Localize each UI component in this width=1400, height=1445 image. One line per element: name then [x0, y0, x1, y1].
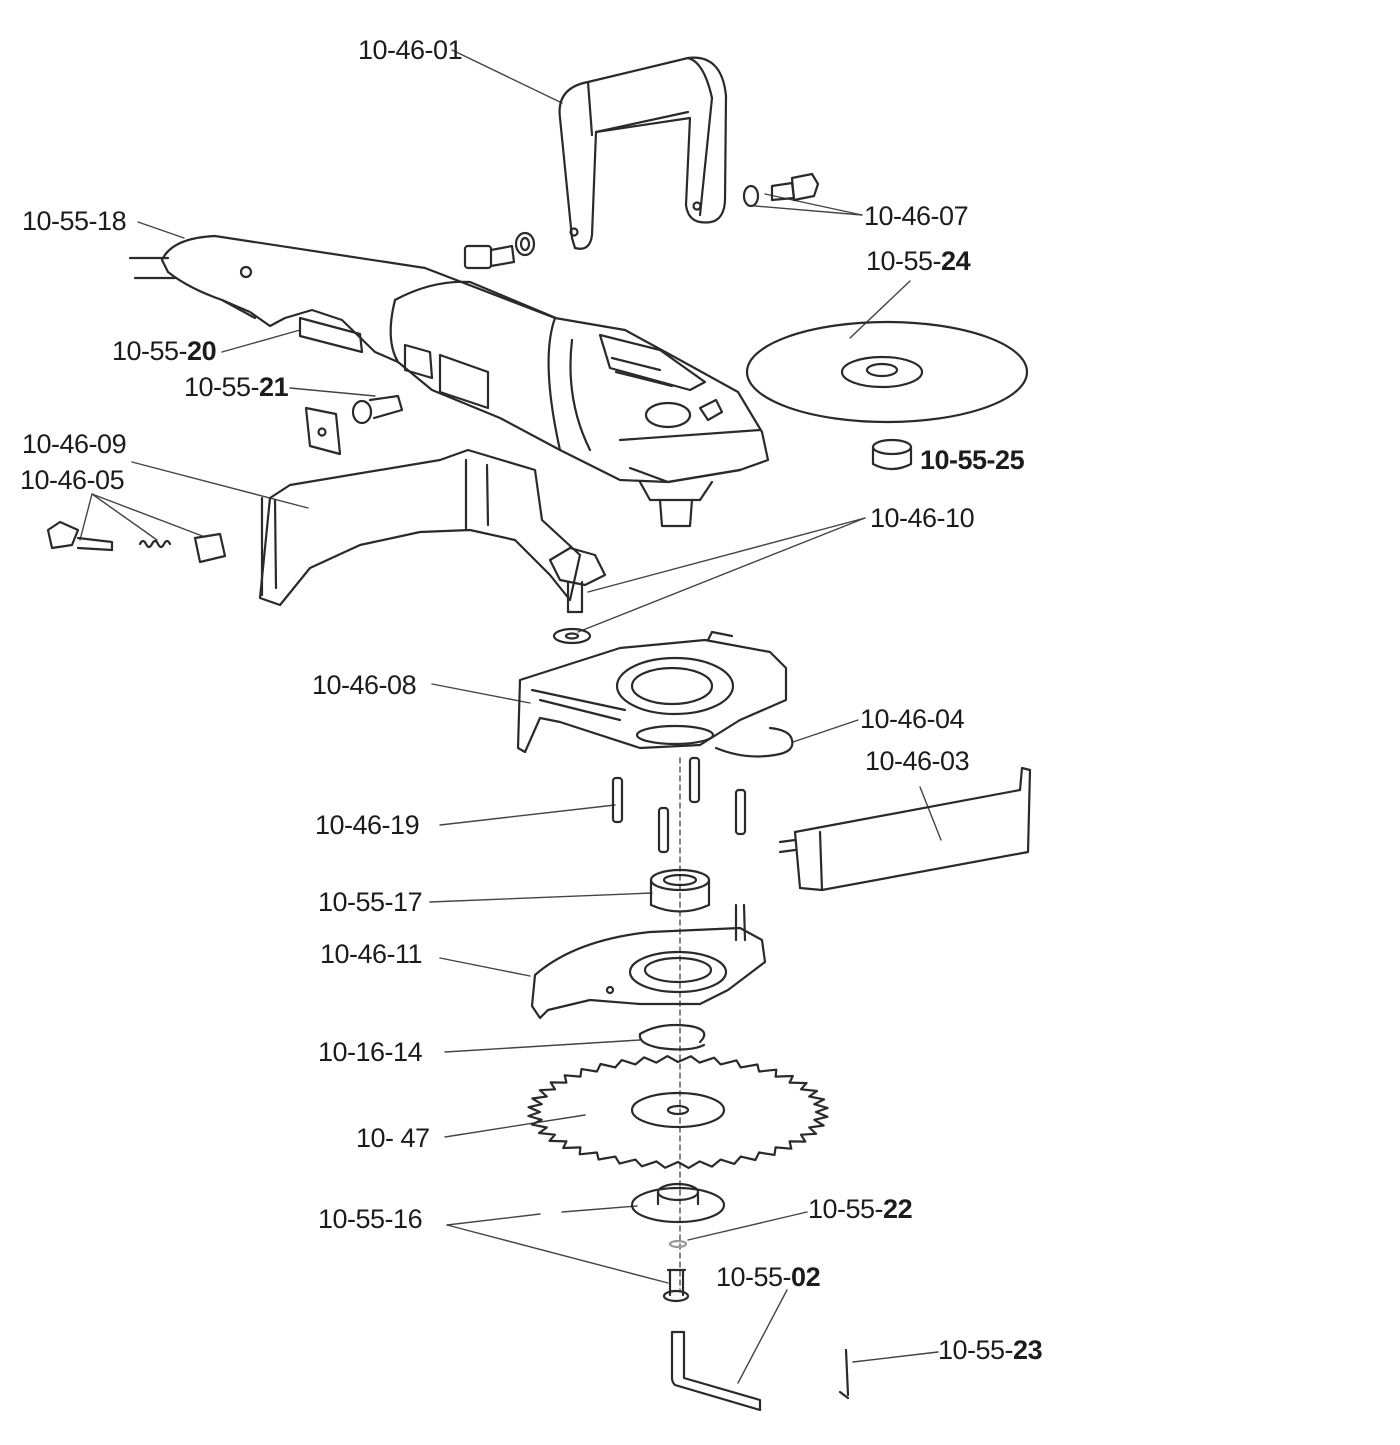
upper-guard	[516, 630, 788, 754]
handle-bolt-right	[742, 172, 820, 208]
part-number: 10-55-	[808, 1194, 884, 1224]
part-number: 10-55-	[184, 372, 260, 402]
hex-key	[670, 1330, 762, 1412]
part-number-bold: 21	[259, 372, 289, 402]
cutting-disc	[745, 320, 1029, 424]
part-label-10-46-11: 10-46-11	[320, 939, 423, 969]
part-number: 10-55-	[938, 1335, 1014, 1365]
part-label-10-55-20: 10-55-20	[112, 336, 217, 366]
part-label-10-46-19: 10-46-19	[315, 810, 420, 840]
wing-screw-set	[46, 520, 227, 564]
small-washer	[668, 1239, 688, 1249]
part-number-bold: 23	[1013, 1335, 1043, 1365]
handle-bolt-left	[463, 231, 536, 270]
bearing	[649, 868, 711, 913]
pin-wrench	[838, 1348, 850, 1400]
part-label-10-46-10: 10-46-10	[870, 503, 975, 533]
part-number: 10-46-08	[312, 670, 417, 700]
part-number: 10-46-05	[20, 465, 125, 495]
part-label-10-55-21: 10-55-21	[184, 372, 289, 402]
part-number-bold: 20	[187, 336, 217, 366]
part-number: 10-46-10	[870, 503, 975, 533]
part-number: 10-46-09	[22, 429, 127, 459]
part-label-10-46-05: 10-46-05	[20, 465, 125, 495]
part-number-bold: 24	[941, 246, 971, 276]
flange-washer	[630, 1182, 726, 1224]
part-number: 10-55-18	[22, 206, 127, 236]
part-number: 10-46-03	[865, 746, 970, 776]
part-number: 10-55-	[866, 246, 942, 276]
part-number-bold: 10-55-25	[920, 445, 1025, 475]
part-number: 10-46-19	[315, 810, 420, 840]
leader-lines	[79, 49, 942, 1384]
part-label-10-47: 10- 47	[356, 1125, 430, 1152]
part-label-10-55-17: 10-55-17	[318, 887, 423, 917]
grinder-body	[128, 234, 770, 528]
part-label-10-55-16: 10-55-16	[318, 1204, 423, 1234]
part-label-10-55-25: 10-55-25	[920, 445, 1025, 475]
flange-screw	[662, 1268, 690, 1303]
lower-guard	[530, 903, 767, 1020]
dust-guard	[258, 448, 582, 607]
part-number: 10-46-04	[860, 704, 965, 734]
part-label-10-46-07: 10-46-07	[864, 201, 969, 231]
part-label-10-16-14: 10-16-14	[318, 1037, 423, 1067]
part-number: 10-55-17	[318, 887, 423, 917]
retaining-ring	[638, 1023, 706, 1051]
part-number-bold: 22	[883, 1194, 913, 1224]
snap-ring	[714, 726, 794, 758]
clamp-knob	[548, 546, 607, 645]
switch-parts	[304, 394, 404, 456]
guard-plate	[778, 766, 1032, 892]
part-number: 10-55-	[112, 336, 188, 366]
part-number: 10-46-11	[320, 939, 423, 969]
part-number: 10- 47	[356, 1123, 430, 1153]
part-number: 10-46-01	[358, 35, 463, 65]
part-label-10-46-09: 10-46-09	[22, 429, 127, 459]
part-label-10-55-02: 10-55-02	[716, 1262, 821, 1292]
part-label-10-55-24: 10-55-24	[866, 246, 971, 276]
part-label-10-55-18: 10-55-18	[22, 206, 127, 236]
part-number: 10-55-	[716, 1262, 792, 1292]
part-number-bold: 02	[791, 1262, 821, 1292]
part-label-10-46-04: 10-46-04	[860, 704, 965, 734]
side-handle	[558, 56, 728, 250]
guard-pins	[611, 756, 747, 854]
part-number: 10-16-14	[318, 1037, 423, 1067]
part-number: 10-55-16	[318, 1204, 423, 1234]
part-label-10-55-22: 10-55-22	[808, 1194, 913, 1224]
part-label-10-46-01: 10-46-01	[358, 35, 463, 65]
part-number: 10-46-07	[864, 201, 969, 231]
part-label-10-55-23: 10-55-23	[938, 1335, 1043, 1365]
part-label-10-46-08: 10-46-08	[312, 670, 417, 700]
saw-blade	[527, 1055, 829, 1169]
part-label-10-46-03: 10-46-03	[865, 746, 970, 776]
spacer-ring	[871, 438, 913, 471]
